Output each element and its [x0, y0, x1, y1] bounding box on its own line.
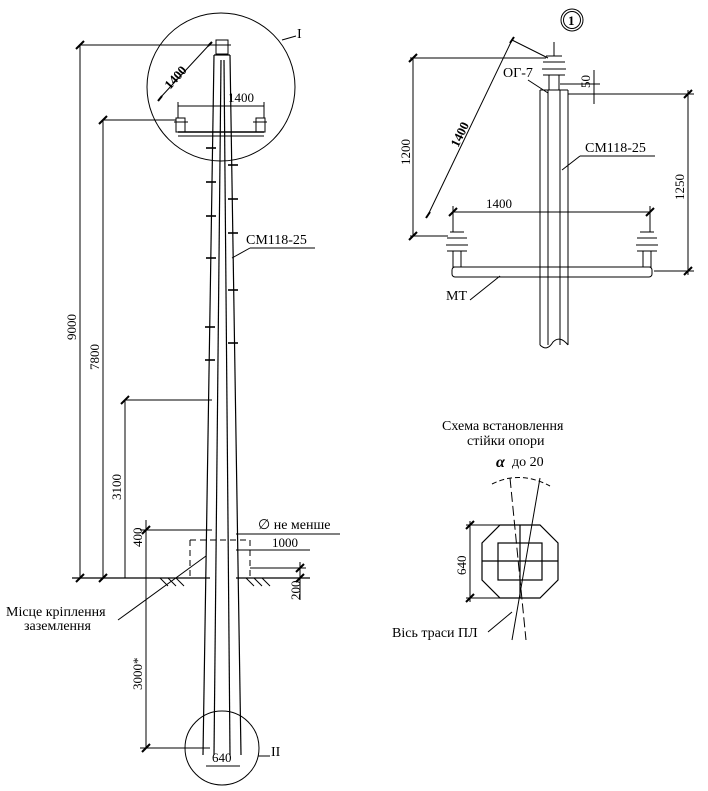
grounding-line1: Місце кріплення [6, 605, 106, 620]
left-side-insulator [446, 231, 468, 268]
dim-1400-diagonal-detail: 1400 [447, 119, 472, 149]
detail-callout-circle [560, 8, 584, 32]
dim-9000: 9000 [64, 314, 79, 340]
dim-1000: 1000 [272, 535, 298, 550]
foundation-outline [189, 539, 251, 578]
dim-1250: 1250 [672, 174, 687, 200]
detail-circle-I [146, 12, 296, 162]
dim-640-base: 640 [212, 750, 232, 765]
dim-200: 200 [288, 581, 303, 601]
right-side-insulator [636, 231, 658, 268]
pole-section-octagon [481, 524, 559, 599]
angle-symbol: α [496, 454, 506, 471]
insulator-label: ОГ-7 [503, 66, 533, 81]
full-pole-view: I 1400 1400 9000 7800 3100 400 [6, 12, 340, 786]
route-axis-label: Вісь траси ПЛ [392, 626, 478, 641]
dim-1200: 1200 [398, 139, 413, 165]
detail-circle-II [184, 710, 260, 786]
dim-400: 400 [130, 528, 145, 548]
pole-steps [205, 147, 238, 361]
pole-shaft [202, 54, 242, 756]
detail-pole [539, 89, 569, 349]
ground-line [72, 562, 310, 600]
pole-label-left: СМ118-25 [246, 233, 307, 248]
dim-3100: 3100 [109, 474, 124, 500]
install-scheme: Схема встановлення стійки опори α до 20 … [392, 419, 564, 641]
angle-text: до 20 [512, 455, 544, 470]
pole-label-detail: СМ118-25 [585, 141, 646, 156]
dim-3000: 3000* [130, 658, 145, 691]
detail-callout-number: 1 [568, 13, 575, 28]
dim-50: 50 [578, 75, 593, 88]
callout-II-label: II [271, 745, 281, 760]
dim-7800: 7800 [87, 344, 102, 370]
diameter-note: ∅ не менше [258, 518, 330, 533]
install-title-2: стійки опори [467, 434, 545, 449]
traverse-MT [451, 266, 653, 278]
dim-1400-arm: 1400 [228, 90, 254, 105]
dim-1400-diagonal: 1400 [161, 63, 190, 92]
callout-I-label: I [297, 27, 302, 42]
grounding-line2: заземлення [24, 619, 92, 634]
install-title-1: Схема встановлення [442, 419, 564, 434]
detail-I-view: 1 [398, 8, 694, 349]
section-dim-640: 640 [454, 556, 469, 576]
traverse-label: МТ [446, 289, 467, 304]
dim-1400-horizontal: 1400 [486, 196, 512, 211]
top-crossarm [174, 39, 267, 137]
top-insulator [542, 42, 566, 91]
